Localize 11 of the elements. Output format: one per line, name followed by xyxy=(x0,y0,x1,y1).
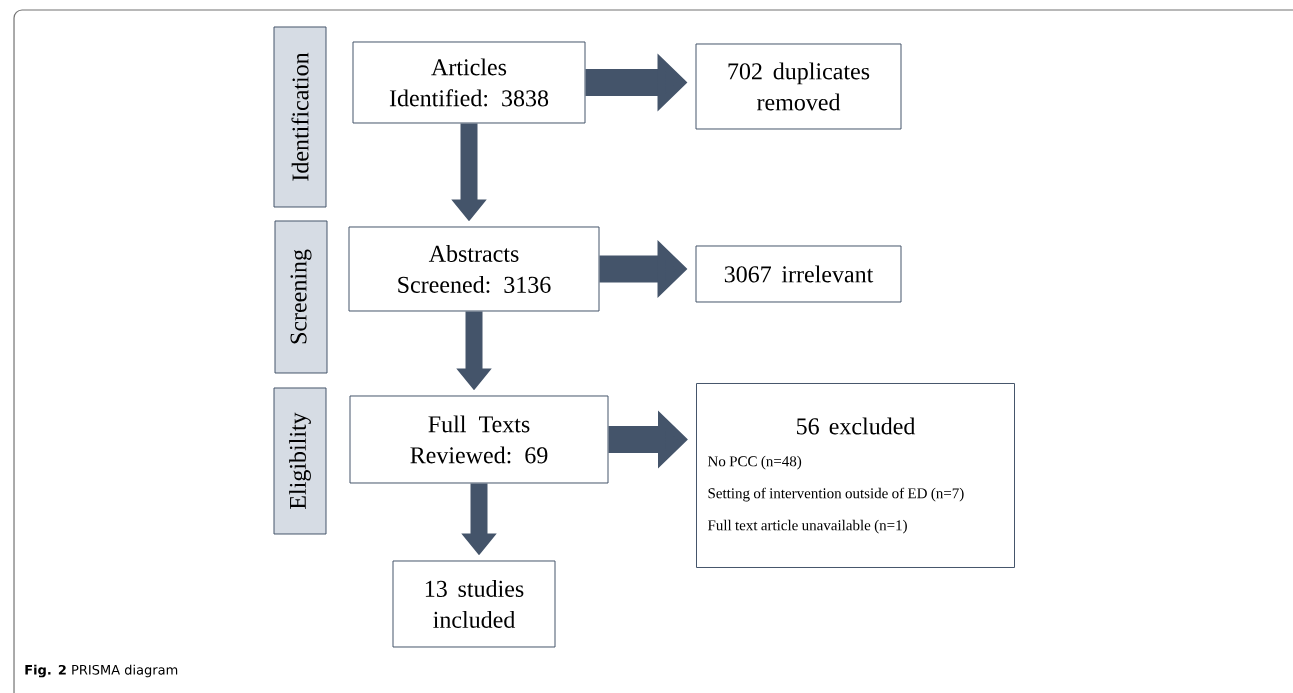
process-box: Full Texts Reviewed: 69 xyxy=(349,395,609,484)
stage-band: Eligibility xyxy=(273,387,327,535)
process-box: Abstracts Screened: 3136 xyxy=(348,226,600,312)
exclusion-box: 56 excluded No PCC (n=48) Setting of intervention outside of ED (n=7) Full text article unavailable (n=1) xyxy=(696,383,1015,568)
stage-band: Screening xyxy=(274,220,328,374)
stage-band: Identification xyxy=(273,26,327,208)
process-box: 702 duplicates removed xyxy=(695,43,902,130)
figure-caption: Fig. 2 PRISMA diagram xyxy=(25,664,178,678)
process-box: 13 studies included xyxy=(392,560,556,648)
process-box: 3067 irrelevant xyxy=(695,245,902,303)
process-box: Articles Identified: 3838 xyxy=(352,41,586,124)
